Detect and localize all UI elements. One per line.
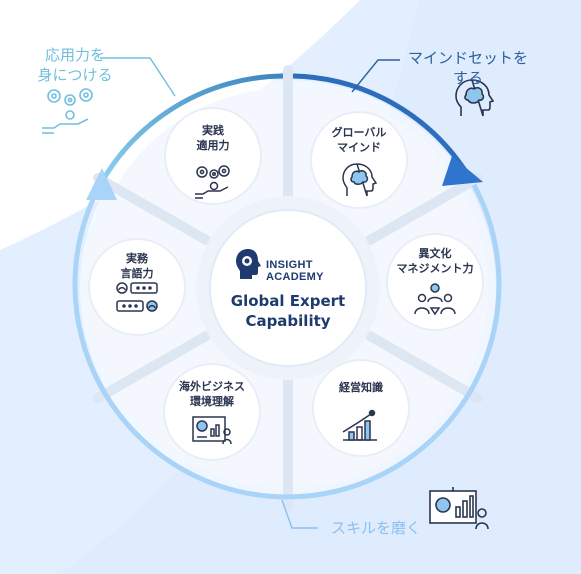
ring-arc-mindset (292, 73, 469, 174)
logo-line1: INSIGHT (266, 259, 313, 271)
arrowhead-mindset (442, 156, 483, 186)
node-cross-cultural-management (386, 233, 484, 331)
ring-arc-apply (97, 73, 284, 187)
center-circle (209, 209, 367, 367)
academy-logo-icon (236, 249, 261, 279)
center-title-line1: Global Expert (230, 292, 346, 310)
spokes (93, 65, 483, 511)
apply-gears-icon (42, 88, 93, 134)
node-2-label-line2: マインド (337, 141, 381, 154)
apply-leader-line (100, 57, 176, 97)
node-1-label-line2: 適用力 (196, 139, 230, 152)
growth-chart-icon (342, 409, 377, 441)
node-business-knowledge (312, 359, 410, 457)
mindset-leader-line (351, 59, 400, 93)
skill-leader-line (281, 499, 318, 529)
node-5-label-line2: 環境理解 (190, 395, 234, 408)
node-global-mind (310, 111, 408, 209)
arrowhead-skill (86, 168, 117, 200)
presentation-board-icon (192, 416, 232, 445)
skill-label: スキルを磨く (330, 519, 421, 537)
node-practical-application (164, 107, 262, 205)
mindset-label-line2: する (452, 69, 483, 87)
skill-presentation-icon (429, 487, 489, 530)
gears-hand-icon (195, 165, 230, 199)
mindset-head-icon (455, 79, 495, 117)
node-2-label-line1: グローバル (331, 126, 387, 139)
center-title-line2: Capability (245, 312, 331, 330)
node-6-label-line1: 実務 (126, 252, 148, 265)
node-1-label-line1: 実践 (202, 124, 224, 137)
conversation-icon (116, 282, 158, 312)
apply-label-line2: 身につける (37, 66, 113, 84)
node-6-label-line2: 言語力 (120, 267, 154, 280)
node-3-label-line2: マネジメント力 (396, 262, 474, 275)
node-overseas-business (163, 363, 261, 461)
node-4-label-line1: 経営知識 (339, 381, 383, 394)
head-brain-icon (342, 163, 378, 197)
node-5-label-line1: 海外ビジネス (179, 380, 245, 393)
logo-line2: ACADEMY (266, 271, 324, 283)
team-people-icon (414, 283, 456, 316)
ring-arc-skill (72, 183, 502, 500)
node-3-label-line1: 異文化 (418, 247, 452, 260)
mindset-label-line1: マインドセットを (407, 49, 528, 67)
apply-label-line1: 応用力を (44, 46, 105, 64)
